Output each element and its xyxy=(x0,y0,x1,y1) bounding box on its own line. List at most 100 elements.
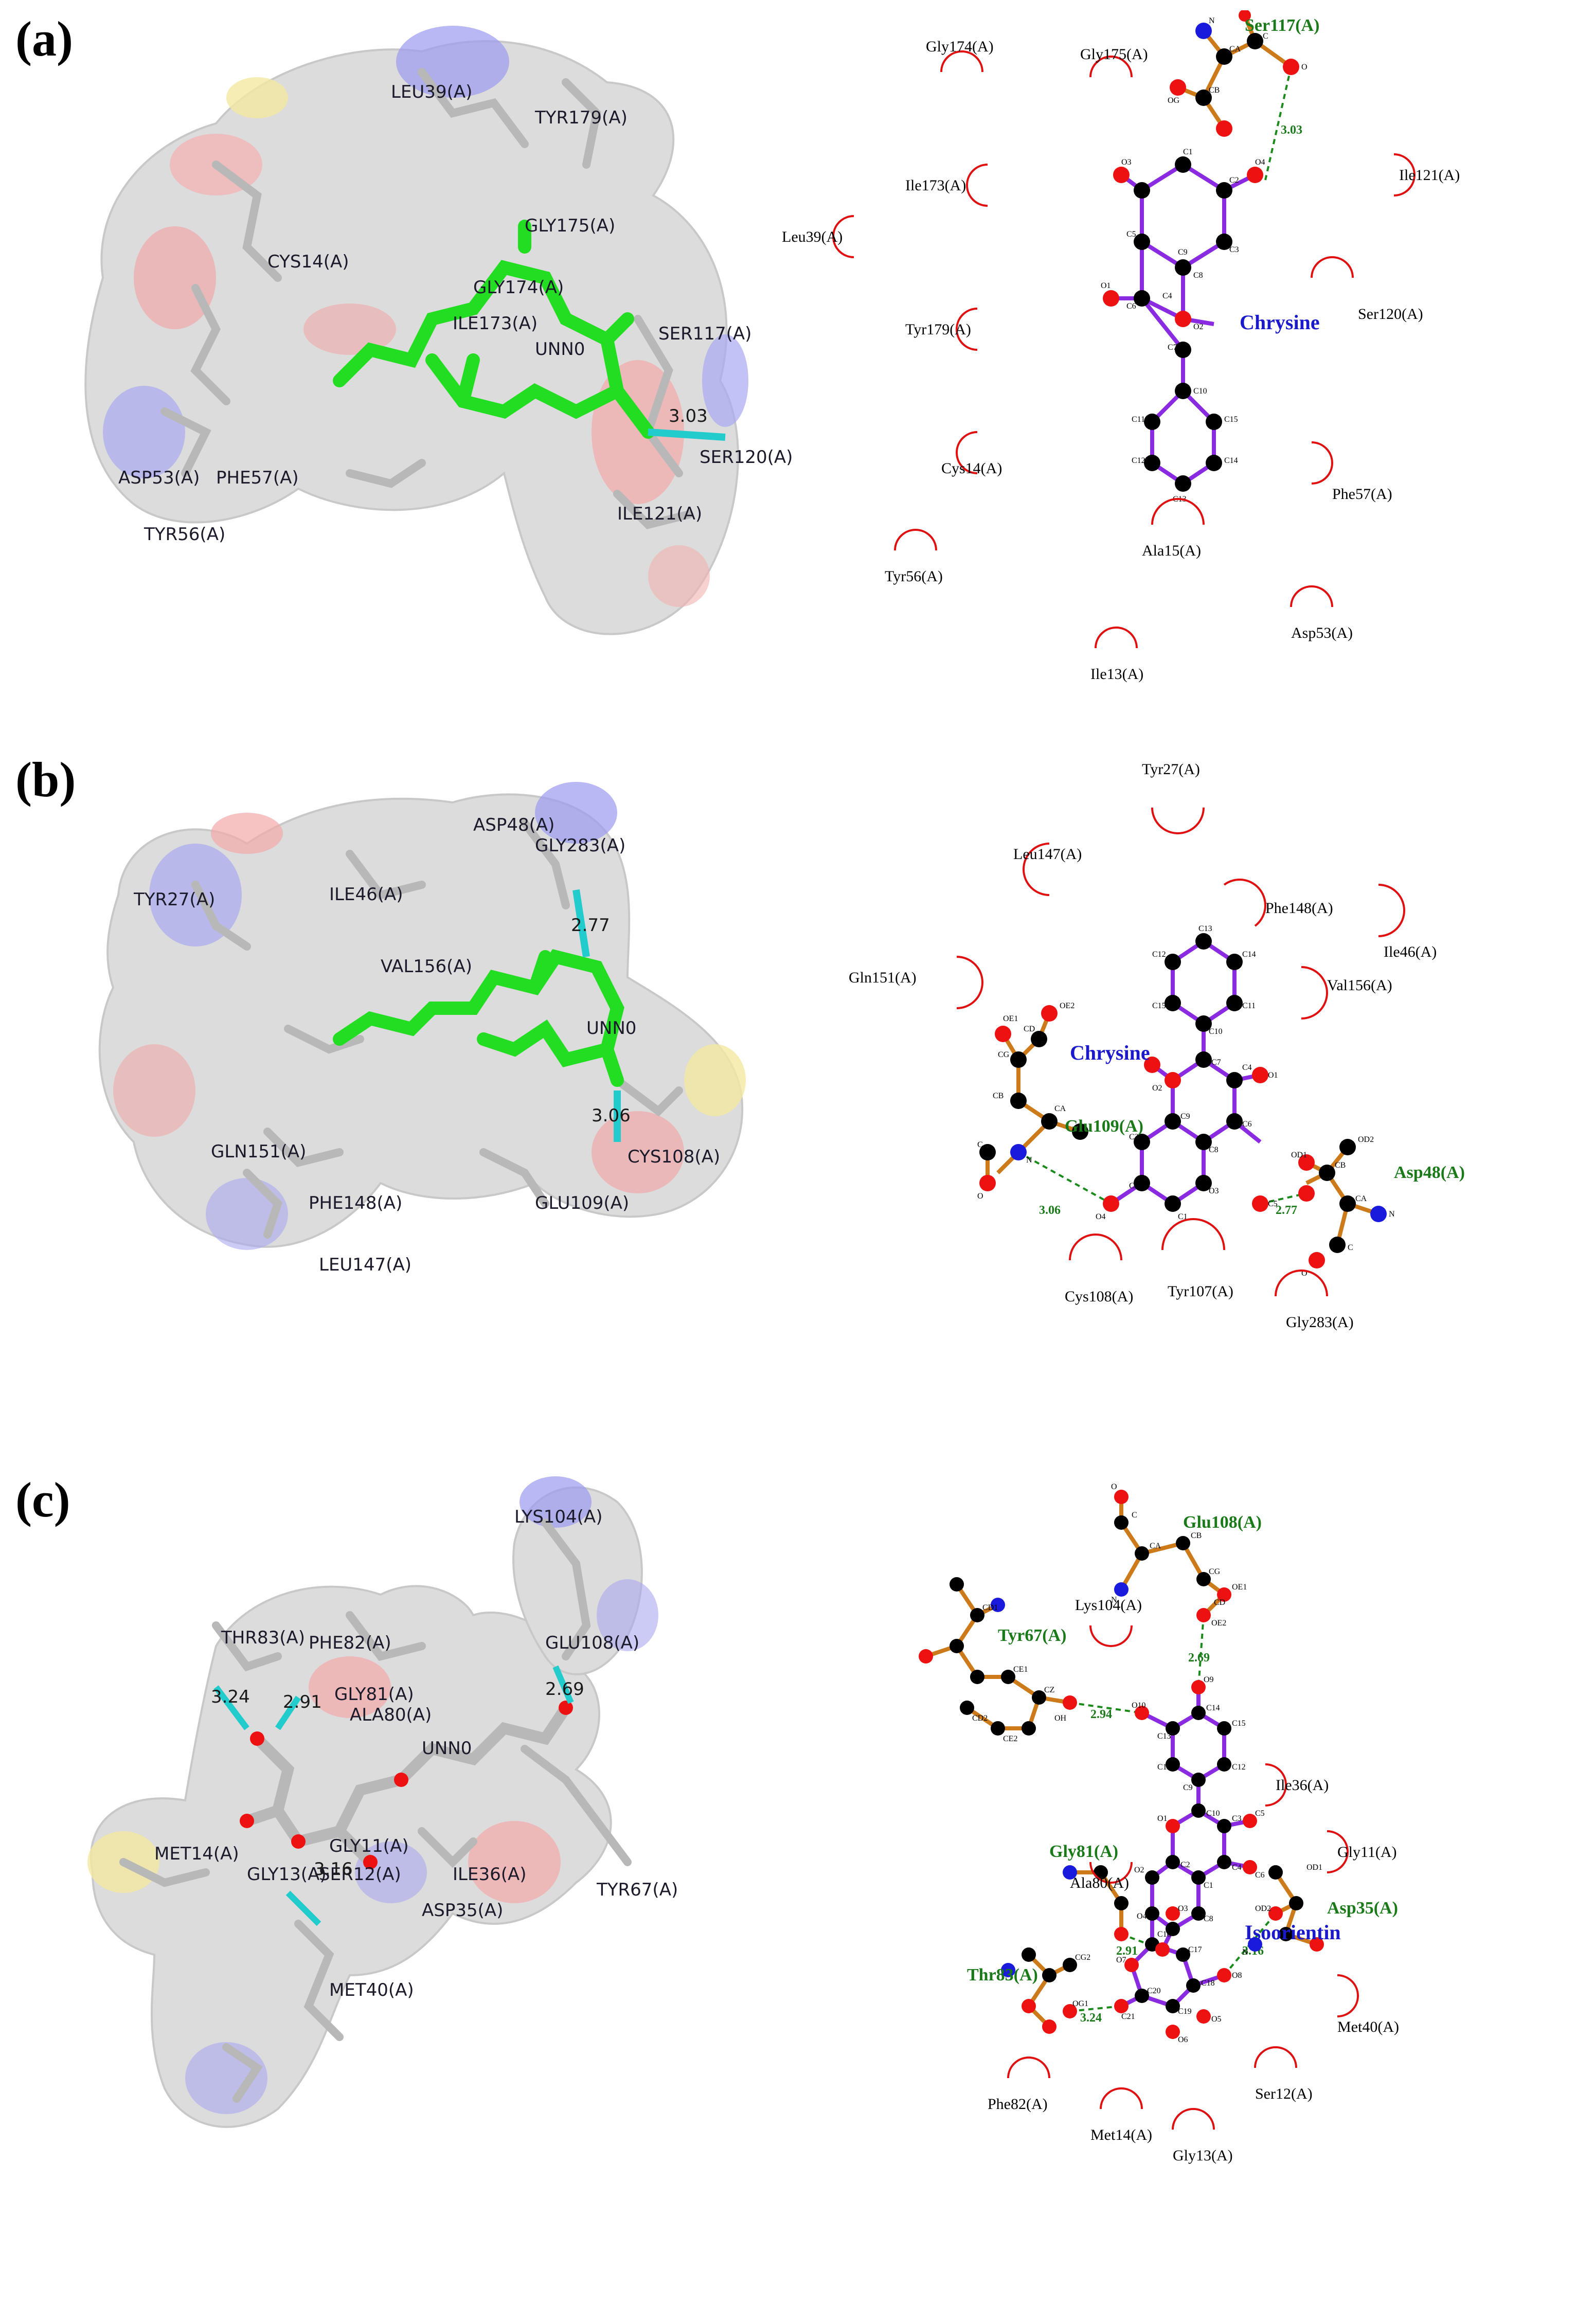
label: PHE148(A) xyxy=(309,1193,402,1213)
label: C6 xyxy=(1126,302,1136,311)
label: C xyxy=(977,1140,983,1149)
hbond-distance: 2.91 xyxy=(1116,1944,1138,1958)
label: Phe148(A) xyxy=(1265,900,1333,917)
label: OG1 xyxy=(1072,1999,1088,2008)
label: N xyxy=(1389,1210,1395,1219)
hbond-residue: Glu109(A) xyxy=(1065,1117,1143,1136)
render-label: SER120(A) xyxy=(700,447,793,468)
render-distance: 3.03 xyxy=(669,406,708,426)
label: C2 xyxy=(1180,1861,1190,1869)
label: CB xyxy=(1209,86,1220,95)
label: GLY11(A) xyxy=(329,1836,409,1856)
label: OE2 xyxy=(1211,1619,1226,1628)
label: MET40(A) xyxy=(329,1980,414,2000)
label: CB xyxy=(1191,1531,1202,1540)
hbond-line xyxy=(1264,66,1292,181)
atoms xyxy=(979,933,1387,1268)
label: C11 xyxy=(1157,1763,1171,1772)
label: CYS108(A) xyxy=(628,1147,720,1167)
label: C10 xyxy=(1193,387,1207,396)
render-label: TYR56(A) xyxy=(144,524,225,545)
label: C3 xyxy=(1232,1814,1242,1823)
label: Gly13(A) xyxy=(1173,2147,1233,2164)
label: C15 xyxy=(1152,1002,1166,1010)
hbond-distance: 2.94 xyxy=(1090,1708,1112,1721)
label: LEU147(A) xyxy=(319,1255,411,1275)
label: LYS104(A) xyxy=(514,1507,602,1527)
label: O3 xyxy=(1209,1187,1219,1195)
atom-labels: OE1 OE2 CD CG CB CA C O N C13 C12 C14 C1… xyxy=(977,924,1395,1278)
hbond-stick xyxy=(275,1695,301,1730)
label: C8 xyxy=(1204,1915,1213,1923)
label: ALA80(A) xyxy=(350,1705,432,1725)
label: C4 xyxy=(1232,1863,1242,1872)
label: CD xyxy=(1214,1598,1225,1607)
label: CB xyxy=(993,1092,1004,1100)
label: CG2 xyxy=(1075,1953,1090,1962)
label: CB xyxy=(1335,1161,1346,1170)
label: O6 xyxy=(1178,2035,1188,2044)
label: 3.24 xyxy=(211,1687,250,1707)
label: C2 xyxy=(1229,176,1239,185)
ligand-bonds xyxy=(1109,939,1262,1206)
panel-a: (a) xyxy=(0,0,1576,741)
label: O xyxy=(1111,1482,1117,1491)
label: Phe82(A) xyxy=(988,2096,1048,2113)
render-labels: ASP48(A) GLY283(A) ILE46(A) TYR27(A) VAL… xyxy=(133,815,720,1275)
label: C7 xyxy=(1211,1058,1221,1067)
label: C13 xyxy=(1157,1732,1171,1741)
render-label: PHE57(A) xyxy=(216,468,299,488)
label: GLU108(A) xyxy=(545,1633,639,1653)
label: Cys14(A) xyxy=(941,460,1002,477)
render-label: ILE173(A) xyxy=(453,313,538,334)
label: 2.69 xyxy=(545,1679,584,1700)
label: CD1 xyxy=(982,1603,998,1612)
label: C1 xyxy=(1204,1881,1213,1890)
interaction-plot: 2.69 2.94 2.91 3.16 3.24 xyxy=(919,1482,1399,2164)
label: Gly174(A) xyxy=(926,38,994,55)
label: OE2 xyxy=(1060,1002,1074,1010)
panel-label: (c) xyxy=(15,1472,70,1527)
label: C xyxy=(1132,1511,1137,1519)
label: C18 xyxy=(1201,1979,1215,1988)
label: O xyxy=(977,1192,983,1201)
hbond-residue: Asp35(A) xyxy=(1327,1899,1398,1918)
hbond-stick xyxy=(213,1685,249,1730)
panel-label: (b) xyxy=(15,752,76,807)
label: O4 xyxy=(1137,1912,1147,1921)
label: O4 xyxy=(1096,1212,1106,1221)
label: C8 xyxy=(1193,271,1203,280)
render-label: ASP53(A) xyxy=(118,468,200,488)
label: Gly283(A) xyxy=(1286,1314,1354,1331)
hydrophobic-labels: Gly174(A) Gly175(A) Ile121(A) Ile173(A) … xyxy=(782,38,1460,683)
label: C17 xyxy=(1188,1945,1202,1954)
label: C19 xyxy=(1178,2007,1192,2016)
label: O xyxy=(1301,1269,1308,1278)
label: Ser120(A) xyxy=(1358,306,1423,323)
label: OE1 xyxy=(1003,1014,1018,1023)
label: UNN0 xyxy=(586,1018,636,1039)
label: Lys104(A) xyxy=(1075,1597,1142,1614)
label: N xyxy=(1209,16,1215,25)
label: Ile36(A) xyxy=(1276,1777,1329,1794)
label: C2 xyxy=(1129,1182,1139,1190)
label: C12 xyxy=(1232,1763,1246,1772)
hbond-distance: 3.06 xyxy=(1039,1204,1061,1217)
label: UNN0 xyxy=(422,1738,472,1759)
protein-surface-render: LYS104(A) THR83(A) PHE82(A) GLU108(A) GL… xyxy=(87,1476,678,2128)
hydrophobic-arcs xyxy=(956,807,1405,1297)
ligand-oxygens xyxy=(240,1701,573,1869)
label: CA xyxy=(1355,1194,1367,1203)
label: Gln151(A) xyxy=(849,969,917,986)
label: Ile13(A) xyxy=(1090,666,1143,683)
label: C7 xyxy=(1168,343,1177,352)
hydrophobic-labels: Tyr27(A) Leu147(A) Phe148(A) Ile46(A) Gl… xyxy=(849,761,1437,1331)
label: GLU109(A) xyxy=(535,1193,629,1213)
label: C16 xyxy=(1157,1930,1171,1939)
hbond-residue: Asp48(A) xyxy=(1394,1163,1465,1182)
label: Cys108(A) xyxy=(1065,1288,1133,1305)
ligand-name: Chrysine xyxy=(1240,311,1320,334)
label: C4 xyxy=(1162,292,1172,300)
label: C14 xyxy=(1242,950,1256,959)
render-label: TYR179(A) xyxy=(534,108,628,128)
